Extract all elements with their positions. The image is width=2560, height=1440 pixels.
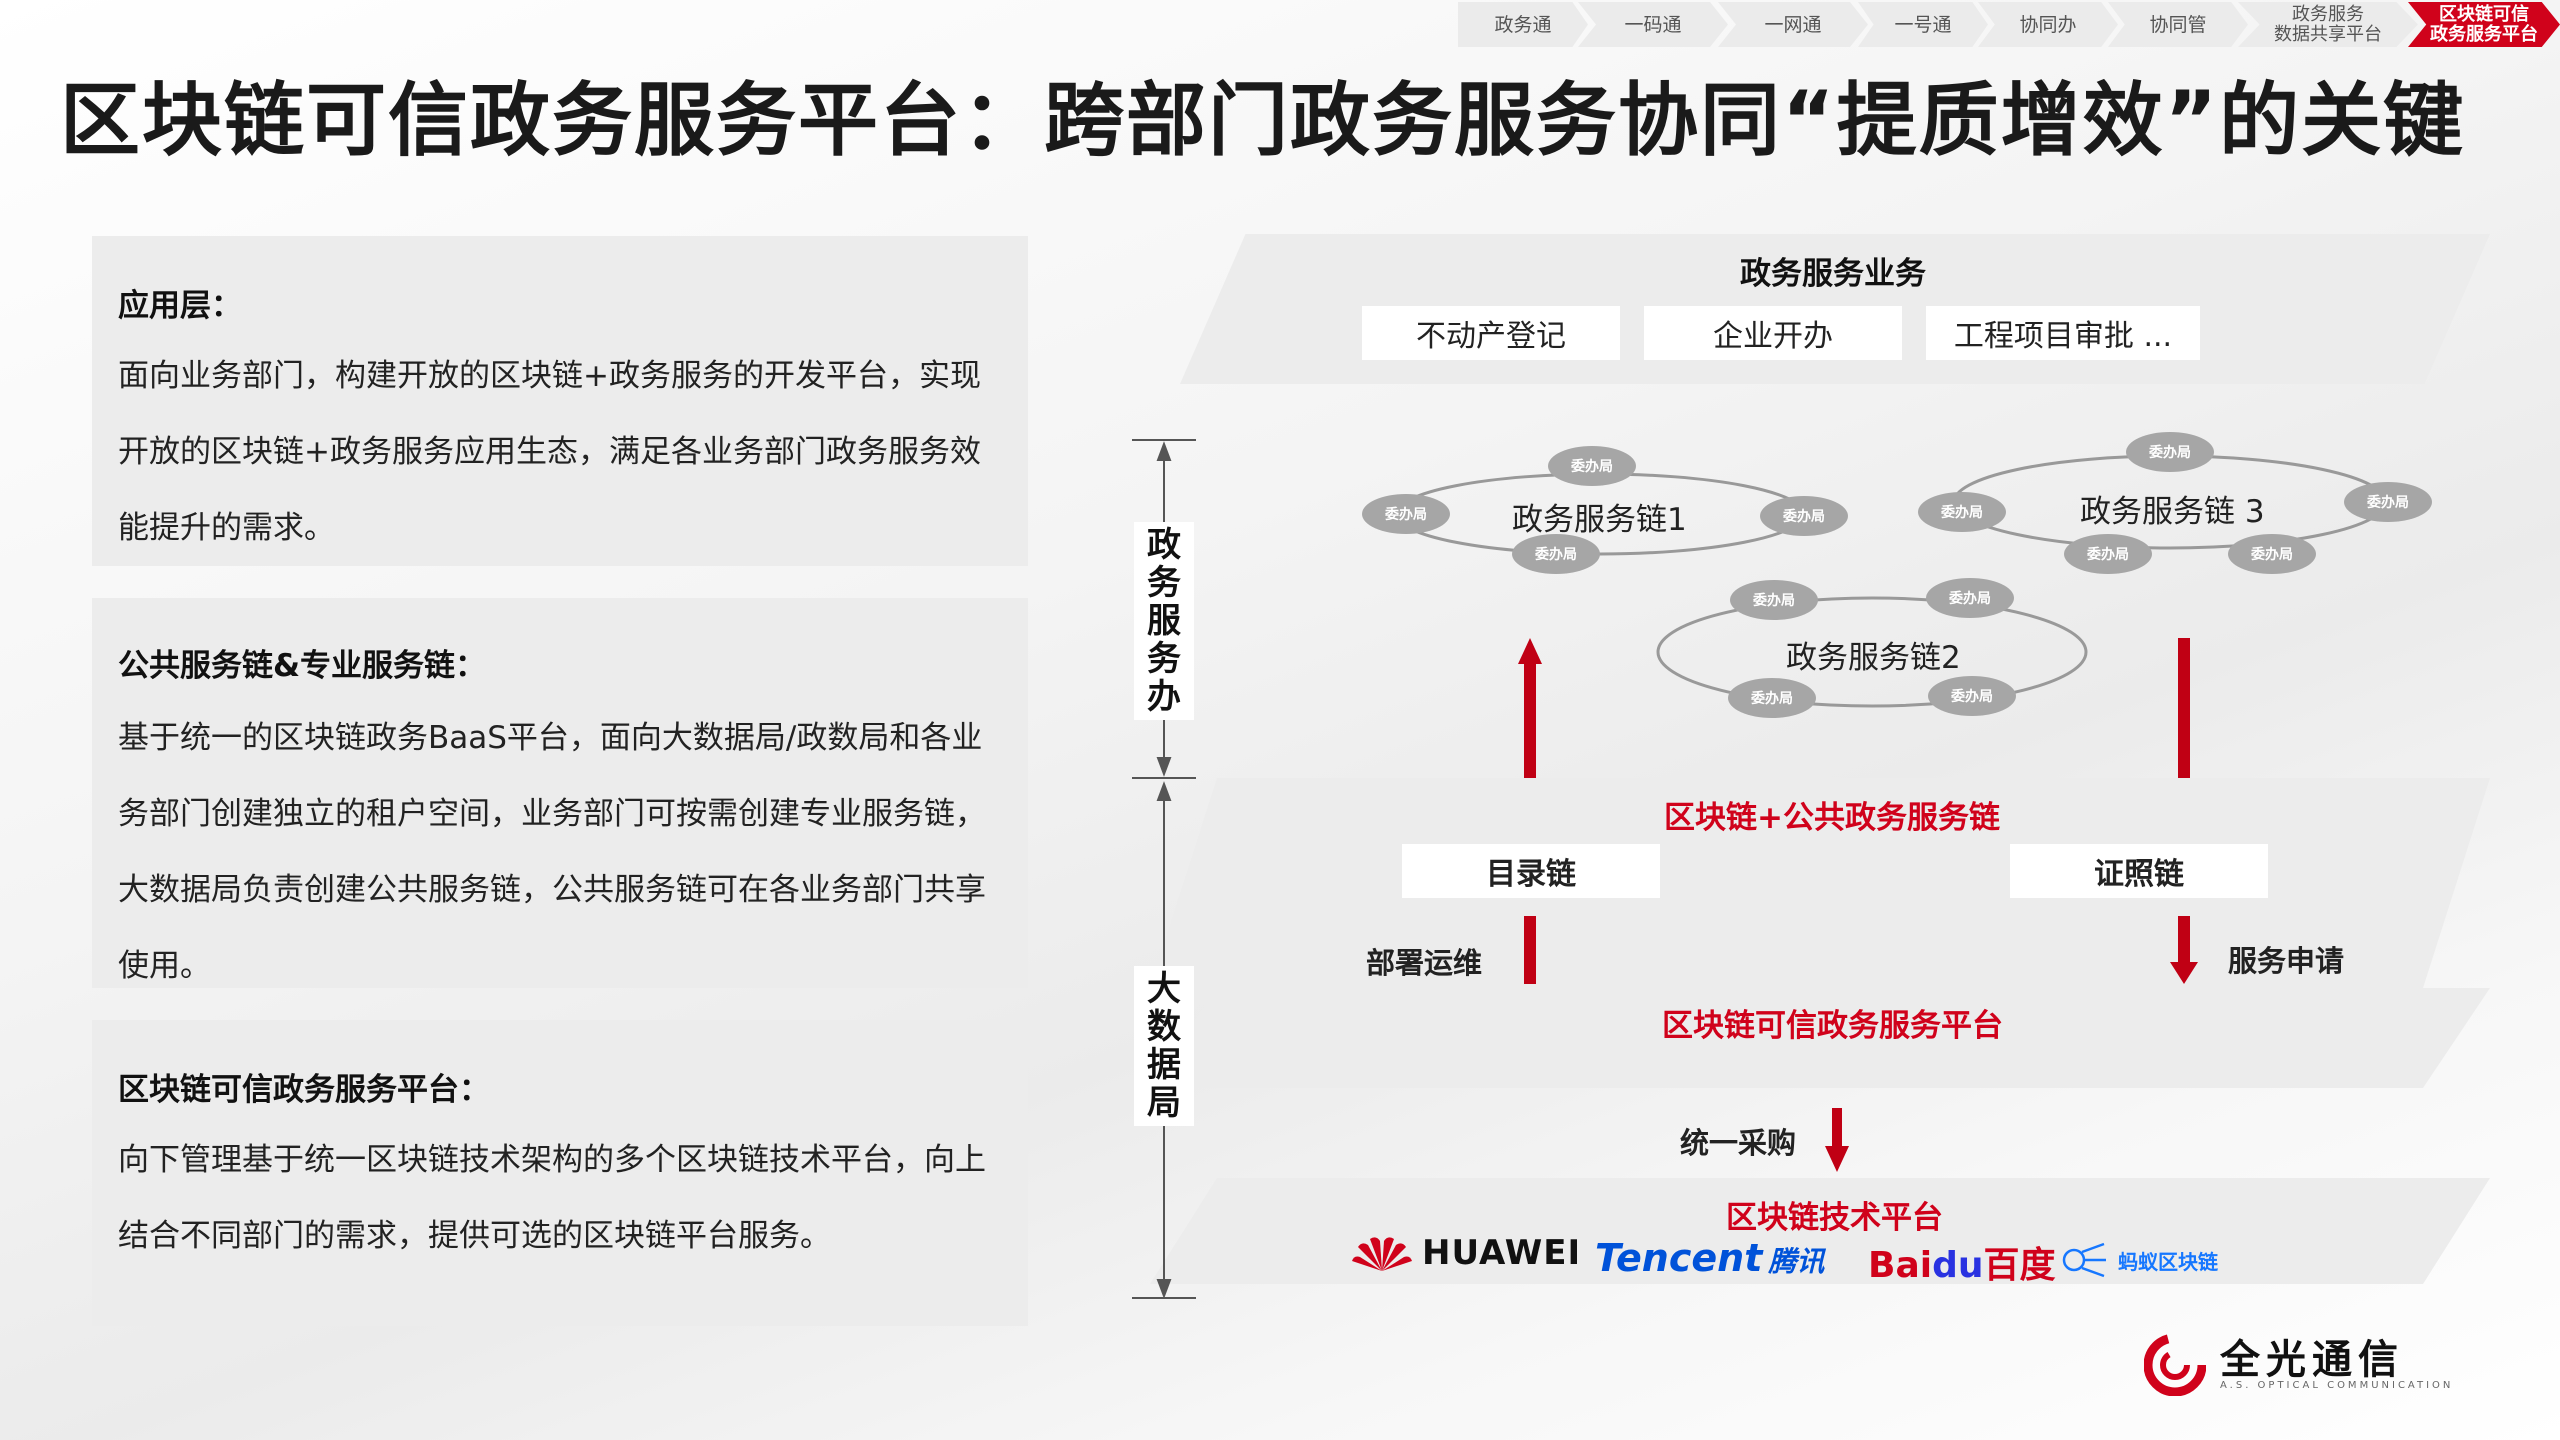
nav-step-yihaotong[interactable]: 一号通 (1858, 2, 1988, 47)
business-item-real-estate: 不动产登记 (1362, 306, 1620, 360)
apply-label: 服务申请 (2228, 944, 2345, 978)
arrow-purchase-head (1825, 1146, 1849, 1172)
chain-node-label: 委办局 (1570, 458, 1613, 475)
chain-node-label: 委办局 (1782, 508, 1825, 525)
nav-step-xietongban[interactable]: 协同办 (1978, 2, 2118, 47)
chain-node-label: 委办局 (2250, 546, 2293, 563)
public-chain-catalog: 目录链 (1402, 844, 1660, 898)
ant-wordmark: 蚂蚁区块链 (2118, 1249, 2218, 1274)
red-arrows (1518, 638, 2198, 1172)
nav-step-zhengwutong[interactable]: 政务通 (1458, 2, 1588, 47)
chain-3-node (2064, 534, 2152, 574)
purchase-label: 统一采购 (1680, 1126, 1797, 1160)
vendor-ant-blockchain: 蚂蚁区块链 (2060, 1240, 2218, 1280)
chain-2-name: 政务服务链2 (1786, 640, 1961, 676)
chain-node-label: 委办局 (1752, 592, 1795, 609)
vendor-huawei: HUAWEI (1350, 1233, 1581, 1273)
chain-node-label: 委办局 (1534, 546, 1577, 563)
baidu-wordmark-a: Bai (1868, 1245, 1933, 1286)
chain-node-label: 委办局 (2148, 444, 2191, 461)
chain-3-node (2228, 534, 2316, 574)
ant-chain-icon (2062, 1242, 2106, 1278)
chain-node-label: 委办局 (1948, 590, 1991, 607)
panel-heading: 公共服务链&专业服务链： (118, 648, 487, 684)
chain-2-ring (1656, 596, 2088, 708)
brand-subtitle: A.S. OPTICAL COMMUNICATION (2220, 1379, 2454, 1391)
vendor-baidu: Baidu百度 (1868, 1236, 2056, 1288)
chain-node-labels: 委办局 委办局 委办局 委办局 委办局 委办局 委办局 委办局 委办局 委办局 … (1384, 444, 2409, 707)
chain-node-label: 委办局 (1940, 504, 1983, 521)
nav-step-blockchain-platform[interactable]: 区块链可信 政务服务平台 (2408, 2, 2560, 47)
business-item-enterprise: 企业开办 (1644, 306, 1902, 360)
panel-body: 面向业务部门，构建开放的区块链+政务服务的开发平台，实现开放的区块链+政务服务应… (118, 358, 981, 546)
arrow-up-left-head (1518, 638, 1542, 664)
chain-2-node (1730, 580, 1818, 620)
huawei-flower-icon (1352, 1237, 1412, 1271)
chain-3-node (2126, 432, 2214, 472)
nav-step-data-sharing[interactable]: 政务服务 数据共享平台 (2238, 2, 2418, 47)
arrow-apply (2178, 916, 2190, 966)
chain-3-node (2344, 482, 2432, 522)
chain-2-node (1926, 578, 2014, 618)
panel-body: 基于统一的区块链政务BaaS平台，面向大数据局/政数局和各业务部门创建独立的租户… (118, 720, 986, 984)
nav-step-yimatong[interactable]: 一码通 (1578, 2, 1728, 47)
brand-swirl-icon (2144, 1334, 2206, 1396)
chain-node-label: 委办局 (2366, 494, 2409, 511)
chain-node-label: 委办局 (1950, 688, 1993, 705)
business-item-engineering: 工程项目审批 ... (1926, 306, 2200, 360)
chain-1-node (1760, 496, 1848, 536)
chain-node-label: 委办局 (1384, 506, 1427, 523)
nav-step-yiwangtong[interactable]: 一网通 (1718, 2, 1868, 47)
page-title: 区块链可信政务服务平台：跨部门政务服务协同“提质增效”的关键 (60, 74, 2466, 167)
trusted-platform-title: 区块链可信政务服务平台 (1662, 1008, 2003, 1044)
panel-trusted-platform: 区块链可信政务服务平台： 向下管理基于统一区块链技术架构的多个区块链技术平台，向… (92, 1020, 1028, 1326)
tencent-wordmark: Tencent (1595, 1236, 1763, 1280)
chain-node-label: 委办局 (2086, 546, 2129, 563)
chain-3-node (1918, 492, 2006, 532)
business-layer-title: 政务服务业务 (1740, 256, 1926, 292)
brand-name: 全光通信 (2220, 1336, 2404, 1383)
layer-trusted-platform (1150, 988, 2490, 1088)
panel-service-chains: 公共服务链&专业服务链： 基于统一的区块链政务BaaS平台，面向大数据局/政数局… (92, 598, 1028, 988)
footer-brand-logo: 全光通信 A.S. OPTICAL COMMUNICATION (2144, 1334, 2453, 1396)
huawei-wordmark: HUAWEI (1422, 1233, 1582, 1273)
arrow-ops (1524, 916, 1536, 984)
chain-nodes (1362, 432, 2432, 718)
tencent-cn-wordmark: 腾讯 (1768, 1245, 1825, 1278)
side-label-big-data-bureau: 大数据局 (1134, 966, 1194, 1126)
arrow-apply-head (2170, 962, 2198, 984)
top-nav: 政务通 一码通 一网通 一号通 协同办 协同管 政务服务 数据共享平台 区块链可… (1458, 2, 2560, 47)
baidu-cn-wordmark: 百度 (1983, 1245, 2056, 1286)
side-label-service-office: 政务服务办 (1134, 522, 1194, 720)
arrow-purchase (1832, 1108, 1842, 1150)
panel-body: 向下管理基于统一区块链技术架构的多个区块链技术平台，向上结合不同部门的需求，提供… (118, 1142, 986, 1254)
chain-3-name: 政务服务链 3 (2080, 494, 2265, 530)
chain-1-node (1362, 494, 1450, 534)
baidu-wordmark-b: du (1932, 1245, 1984, 1286)
chain-2-node (1728, 678, 1816, 718)
chain-1-node (1548, 446, 1636, 486)
chain-1-node (1512, 534, 1600, 574)
chain-node-label: 委办局 (1750, 690, 1793, 707)
panel-heading: 区块链可信政务服务平台： (118, 1072, 490, 1108)
panel-application-layer: 应用层： 面向业务部门，构建开放的区块链+政务服务的开发平台，实现开放的区块链+… (92, 236, 1028, 566)
public-chain-title: 区块链+公共政务服务链 (1664, 800, 2000, 836)
arrow-up-left (1524, 662, 1536, 778)
arrow-up-right (2178, 638, 2190, 778)
ops-label: 部署运维 (1366, 946, 1483, 980)
tech-platform-title: 区块链技术平台 (1726, 1200, 1943, 1236)
chain-2-node (1928, 676, 2016, 716)
panel-heading: 应用层： (118, 288, 242, 324)
chain-1-name: 政务服务链1 (1512, 502, 1687, 538)
nav-step-xietongguan[interactable]: 协同管 (2108, 2, 2248, 47)
public-chain-certificate: 证照链 (2010, 844, 2268, 898)
